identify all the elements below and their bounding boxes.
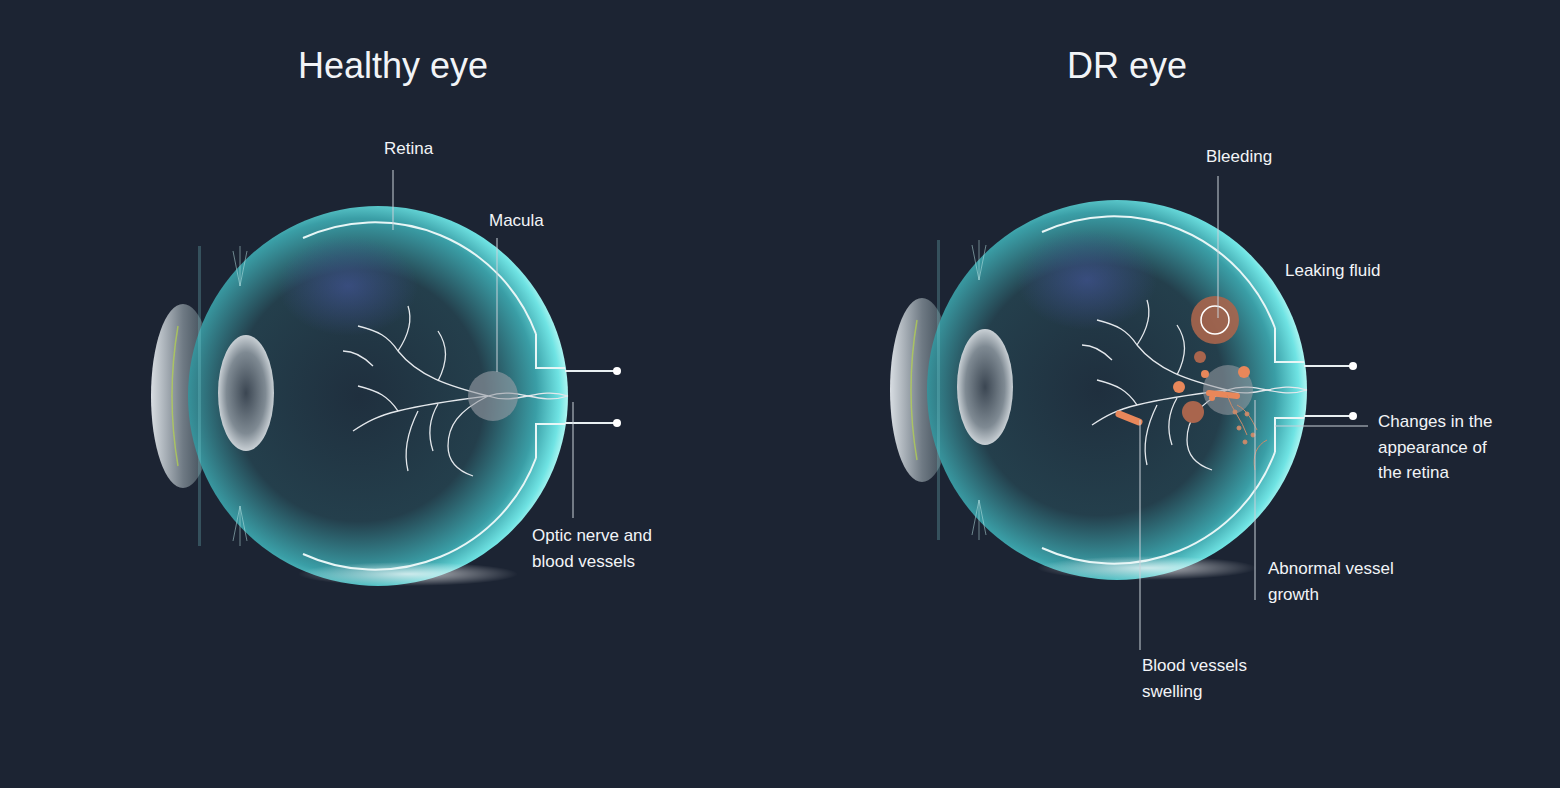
heading: Healthy eye [263,44,523,87]
heading: DR eye [1017,44,1237,87]
part-label: Bleeding [1206,144,1326,170]
part-label: Changes in the appearance of the retina [1378,409,1510,486]
part-label: Abnormal vessel growth [1268,556,1403,607]
part-label: Leaking fluid [1285,258,1425,284]
part-label: Blood vessels swelling [1142,653,1270,704]
part-label: Retina [384,136,484,162]
part-label: Macula [489,208,589,234]
part-label: Optic nerve and blood vessels [532,523,677,574]
